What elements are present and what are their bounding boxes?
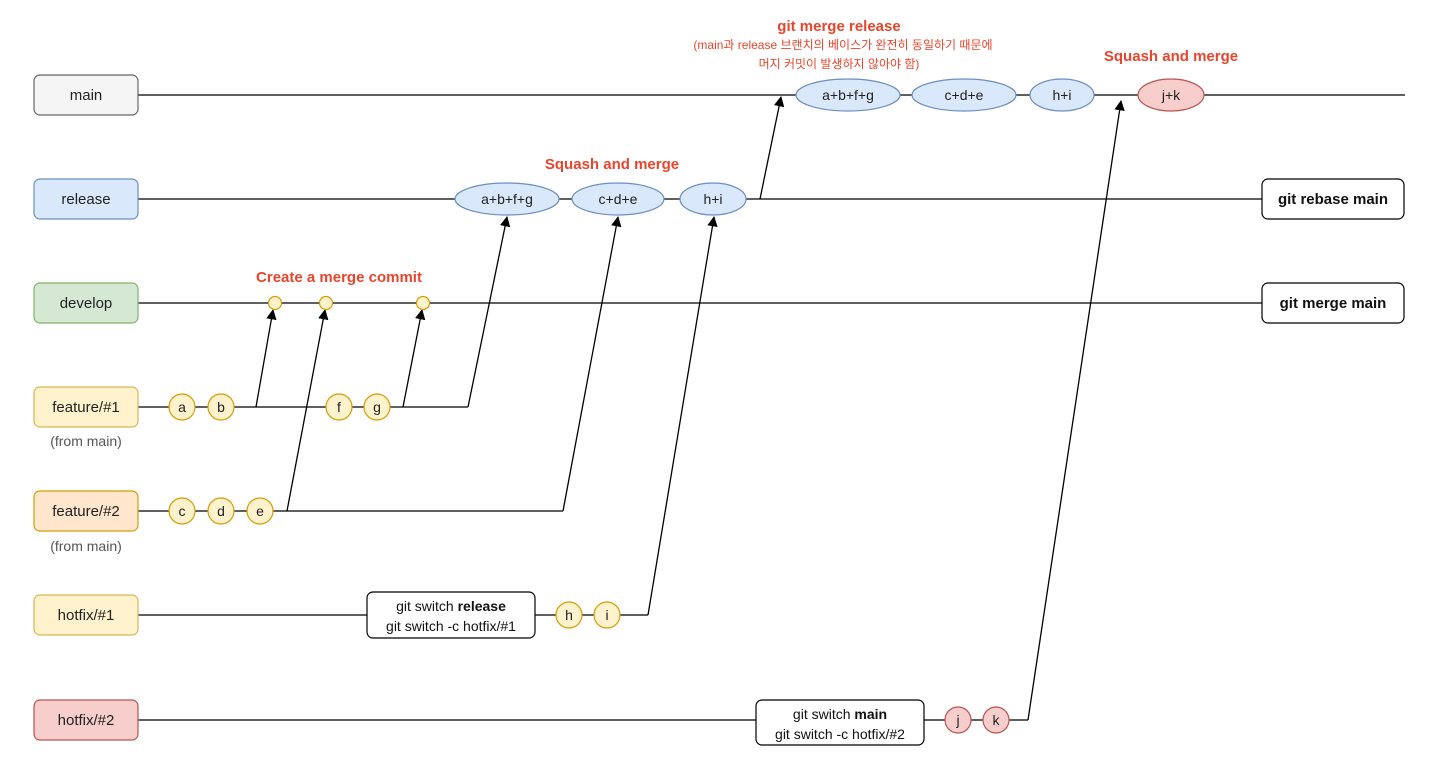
branch-hotfix2: hotfix/#2 (33, 699, 139, 741)
commit-g: g (363, 393, 391, 421)
commit-label: h (565, 607, 573, 623)
connector-arrows (255, 95, 1125, 721)
commit-label: a (178, 399, 186, 415)
commit-j: j (944, 706, 972, 734)
commit-label: c+d+e (599, 191, 638, 207)
branch-label-hotfix2: hotfix/#2 (58, 712, 115, 729)
branch-main: main (33, 74, 139, 116)
commit-label: k (993, 712, 1001, 728)
commit-label: f (337, 399, 341, 415)
release-commit-hi: h+i (679, 182, 747, 216)
release-commit-abfg: a+b+f+g (454, 182, 560, 216)
command-line-2: git switch -c hotfix/#2 (775, 726, 905, 742)
command-box-hotfix2: git switch main git switch -c hotfix/#2 (755, 699, 925, 746)
main-commit-abfg: a+b+f+g (795, 78, 901, 112)
release-commit-cde: c+d+e (571, 182, 665, 216)
commit-label: a+b+f+g (481, 191, 533, 207)
branch-label-release: release (61, 191, 110, 208)
commit-e: e (246, 497, 274, 525)
feature1-commits: a b f g (168, 393, 391, 421)
arrow-feature1-to-develop-2 (402, 308, 426, 408)
annotation-git-merge-release: git merge release (777, 18, 900, 35)
command-line-1: git switch main (793, 706, 887, 722)
command-line-2: git switch -c hotfix/#1 (386, 618, 516, 634)
branch-label-main: main (70, 87, 103, 104)
merge-commit-dot (318, 295, 334, 311)
commit-b: b (207, 393, 235, 421)
command-line-1: git switch release (396, 598, 506, 614)
branch-develop: develop (33, 282, 139, 324)
merge-commit-dot (415, 295, 431, 311)
commit-label: h+i (1052, 87, 1071, 103)
command-box-merge: git merge main (1261, 282, 1405, 324)
command-rebase-main: git rebase main (1278, 191, 1388, 208)
arrow-hotfix1-to-release (647, 215, 718, 616)
develop-merge-commits (267, 295, 431, 311)
hotfix2-commits: j k (944, 706, 1010, 734)
branch-label-feature2: feature/#2 (52, 503, 120, 520)
commit-d: d (207, 497, 235, 525)
commit-label: e (256, 503, 264, 519)
commit-label: c (179, 503, 186, 519)
commit-f: f (325, 393, 353, 421)
arrow-feature1-to-develop-1 (255, 308, 277, 408)
commit-label: g (373, 399, 381, 415)
annotation-squash-release: Squash and merge (545, 156, 679, 173)
commit-label: d (217, 503, 225, 519)
annotation-squash-main: Squash and merge (1104, 48, 1238, 65)
branch-note-feature1: (from main) (50, 433, 122, 449)
branch-feature1: feature/#1 (from main) (33, 386, 139, 449)
commit-k: k (982, 706, 1010, 734)
hotfix1-commits: h i (555, 601, 621, 629)
main-commit-jk: j+k (1137, 78, 1205, 112)
commit-h: h (555, 601, 583, 629)
branch-boxes: main release develop feature/#1 (from ma… (33, 74, 139, 741)
commit-label: j+k (1161, 87, 1181, 103)
feature2-commits: c d e (168, 497, 274, 525)
arrow-feature1-to-release (467, 215, 511, 408)
annotation-merge-commit: Create a merge commit (256, 269, 422, 286)
branch-label-hotfix1: hotfix/#1 (58, 607, 115, 624)
arrow-release-to-main (759, 95, 785, 200)
commit-i: i (593, 601, 621, 629)
commit-c: c (168, 497, 196, 525)
main-commits: a+b+f+g c+d+e h+i j+k (795, 78, 1205, 112)
branch-release: release (33, 178, 139, 220)
arrow-hotfix2-to-main (1027, 99, 1125, 721)
commit-label: b (217, 399, 225, 415)
commit-label: c+d+e (945, 87, 984, 103)
branch-label-feature1: feature/#1 (52, 399, 120, 416)
commit-label: a+b+f+g (822, 87, 874, 103)
commit-label: i (605, 607, 608, 623)
main-commit-cde: c+d+e (911, 78, 1017, 112)
commit-label: j (955, 712, 959, 728)
annotation-note-line-2: 머지 커밋이 발생하지 않아야 함) (759, 57, 920, 71)
arrow-feature2-to-develop (286, 308, 329, 512)
branch-note-feature2: (from main) (50, 538, 122, 554)
branch-hotfix1: hotfix/#1 (33, 594, 139, 636)
commit-a: a (168, 393, 196, 421)
arrow-feature2-to-release (562, 215, 622, 512)
release-commits: a+b+f+g c+d+e h+i (454, 182, 747, 216)
branch-label-develop: develop (60, 295, 113, 312)
merge-commit-dot (267, 295, 283, 311)
command-merge-main: git merge main (1280, 295, 1387, 312)
branch-feature2: feature/#2 (from main) (33, 490, 139, 554)
commit-label: h+i (703, 191, 722, 207)
main-commit-hi: h+i (1029, 78, 1095, 112)
command-box-hotfix1: git switch release git switch -c hotfix/… (366, 591, 536, 639)
command-box-rebase: git rebase main (1261, 178, 1405, 220)
annotation-note-line-1: (main과 release 브랜치의 베이스가 완전히 동일하기 때문에 (693, 38, 992, 52)
